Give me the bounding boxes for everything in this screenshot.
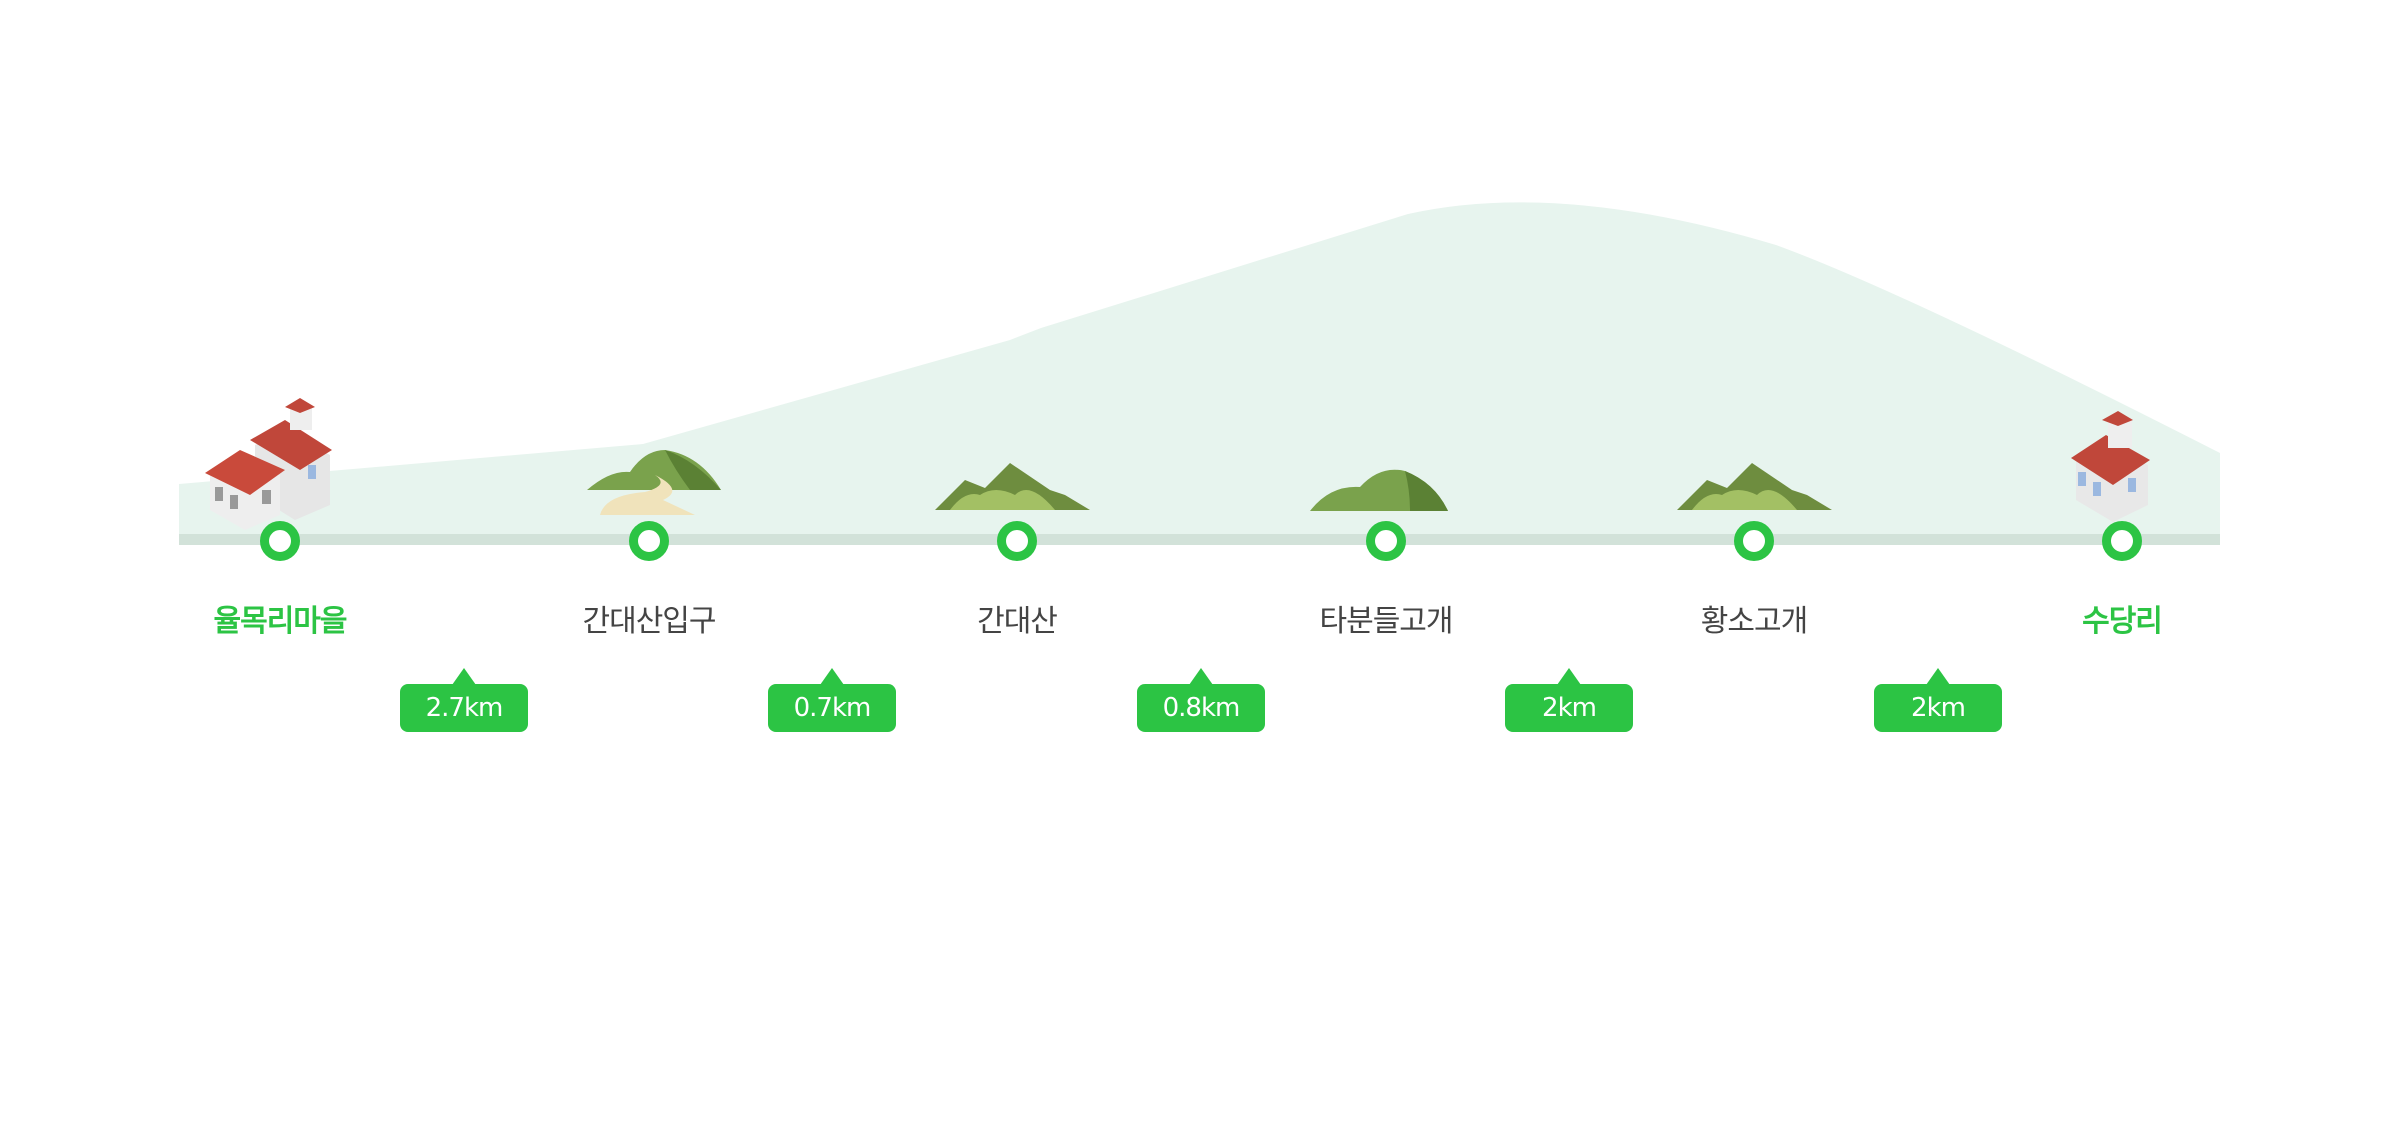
stop-label-start: 율목리마을 bbox=[213, 604, 348, 639]
stop-label: 간대산입구 bbox=[582, 604, 717, 639]
stop-marker bbox=[629, 521, 669, 561]
stop-label: 황소고개 bbox=[1700, 604, 1808, 639]
stop-label-end: 수당리 bbox=[2082, 604, 2163, 639]
mountains-icon bbox=[1677, 463, 1832, 510]
mountain-path-icon bbox=[587, 450, 721, 515]
stop-marker bbox=[1734, 521, 1774, 561]
village-icon bbox=[205, 398, 332, 530]
distance-badge: 0.8km bbox=[1137, 668, 1265, 732]
stop-marker bbox=[2102, 521, 2142, 561]
stop-marker bbox=[997, 521, 1037, 561]
stop-marker bbox=[260, 521, 300, 561]
house-icon bbox=[2071, 411, 2150, 522]
hill-icon bbox=[1310, 469, 1448, 511]
stop-label: 간대산 bbox=[977, 604, 1058, 639]
distance-badge: 2km bbox=[1505, 668, 1633, 732]
distance-badge: 0.7km bbox=[768, 668, 896, 732]
route-track bbox=[179, 534, 2220, 545]
mountains-icon bbox=[935, 463, 1090, 510]
stop-label: 타분들고개 bbox=[1319, 604, 1454, 639]
stop-marker bbox=[1366, 521, 1406, 561]
terrain-silhouette bbox=[179, 202, 2220, 540]
distance-badge: 2.7km bbox=[400, 668, 528, 732]
distance-badge: 2km bbox=[1874, 668, 2002, 732]
